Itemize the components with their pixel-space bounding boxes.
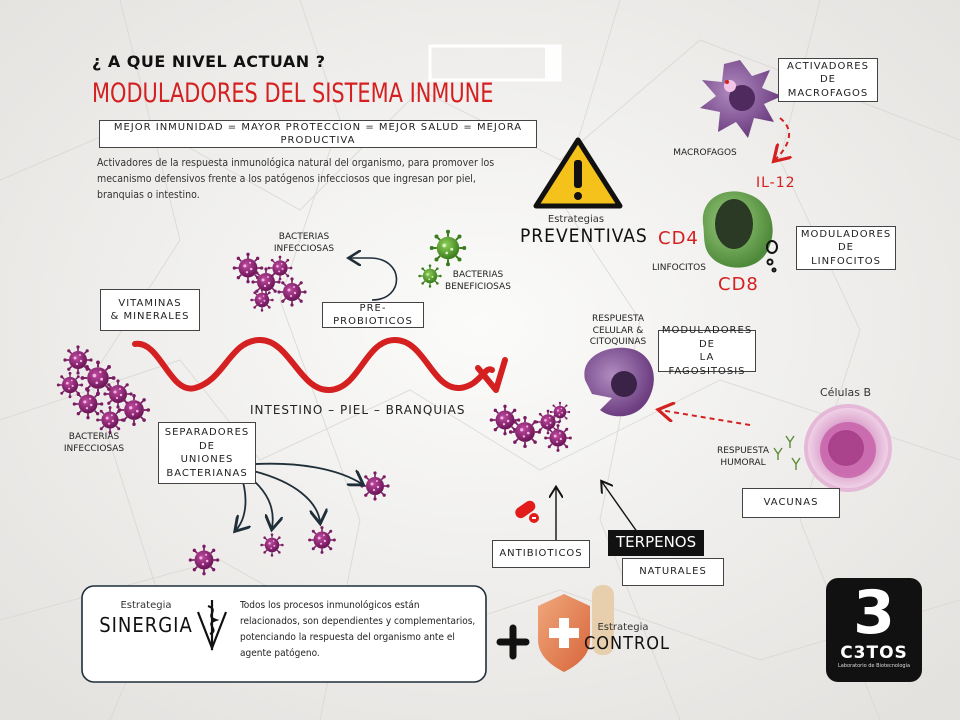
terpenos-text: TERPENOS [616,533,697,551]
preventive-strategy: Estrategias PREVENTIVAS [520,214,648,247]
preventive-strategy-title: PREVENTIVAS [520,225,648,247]
label-cd8: CD8 [718,274,759,295]
veterinary-symbol-icon [196,600,228,652]
box-separadores: SEPARADORES DE UNIONES BACTERIANAS [158,422,256,484]
page-title: MODULADORES DEL SISTEMA INMUNE [92,78,494,109]
label-respuesta-humoral: RESPUESTA HUMORAL [716,446,770,468]
question-heading: ¿ A QUE NIVEL ACTUAN ? [92,52,326,71]
label-bacterias-infecciosas-left: BACTERIAS INFECCIOSAS [63,432,125,454]
shield-icon [538,585,614,672]
box-naturales: NATURALES [622,558,724,586]
plus-icon [496,624,530,660]
macrophage-illustration [700,60,782,138]
intestine-wave-arrow [132,336,495,393]
synergy-strategy-title: SINERGIA [99,613,193,637]
label-bacterias-infecciosas-top: BACTERIAS INFECCIOSAS [273,232,335,254]
synergy-strategy: Estrategia SINERGIA [96,600,196,637]
logo-mark: 3 [853,578,895,648]
label-bacterias-beneficiosas: BACTERIAS BENEFICIOSAS [445,270,511,292]
lymphocyte-illustration [702,191,773,268]
control-strategy: Estrategia CONTROL [584,622,671,654]
c3tos-logo: 3 C3TOS Laboratorio de Biotecnología [826,578,922,682]
logo-subtitle: Laboratorio de Biotecnología [837,663,911,669]
box-antibioticos: ANTIBIOTICOS [492,540,590,568]
preventive-strategy-label: Estrategias [547,214,605,225]
thought-bubble-icon [766,240,778,273]
label-celulas-b: Células B [820,386,872,399]
label-terpenos: TERPENOS [608,530,705,556]
label-macrofagos: MACROFAGOS [673,148,737,158]
warning-icon [533,137,623,209]
intro-text: Activadores de la respuesta inmunológica… [97,157,495,201]
synergy-strategy-label: Estrategia [120,600,172,611]
box-vitaminas-minerales: VITAMINAS & MINERALES [100,289,200,331]
box-moduladores-linfocitos: MODULADORES DE LINFOCITOS [796,226,896,270]
synergy-box-frame [81,585,487,683]
control-strategy-label: Estrategia [597,622,649,633]
label-cd4: CD4 [658,228,699,249]
antibiotic-pill-icons [515,500,539,523]
label-respuesta-celular: RESPUESTA CELULAR & CITOQUINAS [589,314,647,348]
label-intestino-piel-branquias: INTESTINO – PIEL – BRANQUIAS [250,403,466,417]
control-strategy-title: CONTROL [584,633,671,654]
box-vacunas: VACUNAS [742,488,840,518]
label-linfocitos: LINFOCITOS [652,263,706,273]
motto-box: MEJOR INMUNIDAD = MAYOR PROTECCION = MEJ… [99,120,537,148]
phagocyte-illustration [584,347,654,417]
label-il12: IL-12 [756,175,796,191]
box-activadores-macrofagos: ACTIVADORES DE MACROFAGOS [778,58,878,102]
logo-name: C3TOS [840,643,908,663]
synergy-text: Todos los procesos inmunológicos están r… [240,600,476,659]
box-moduladores-fagositosis: MODULADORES DE LA FAGOSITOSIS [658,325,756,377]
b-cell-illustration [804,404,892,492]
box-pre-probioticos: PRE-PROBIOTICOS [322,302,424,328]
antibody-icons [773,435,801,470]
